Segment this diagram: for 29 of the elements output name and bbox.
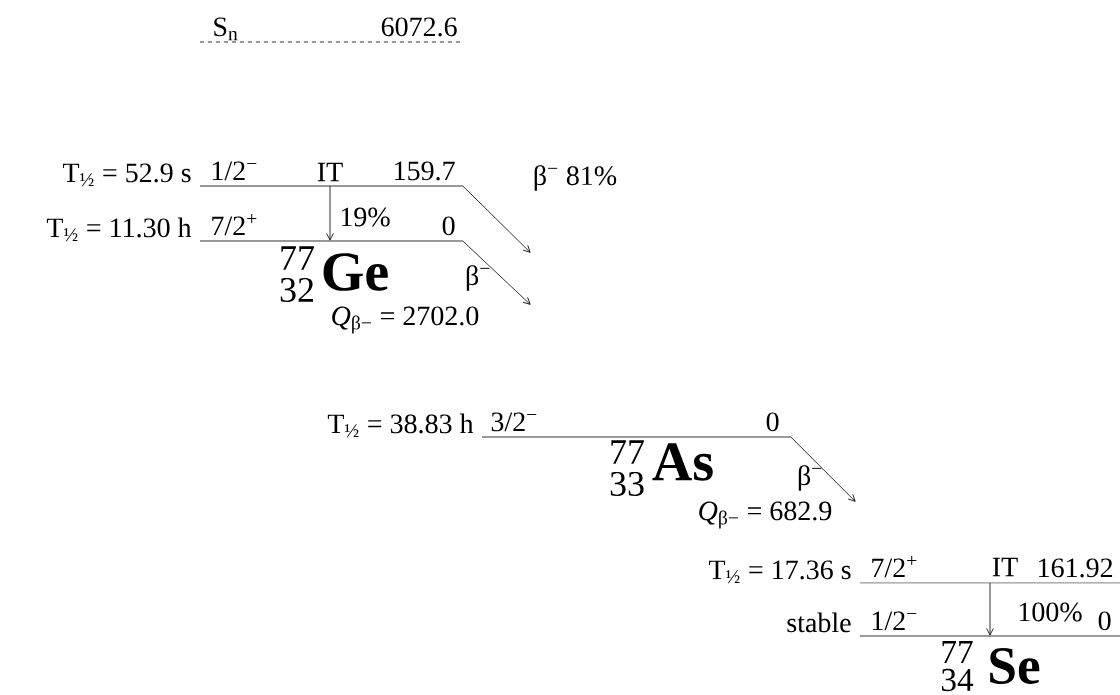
half-life-label: T$_{½}$ = 52.9 s <box>62 163 191 187</box>
element-symbol: As <box>652 443 713 481</box>
edge-label: β$^{−}$ <box>798 465 822 491</box>
half-life-label: stable <box>787 612 851 633</box>
edge-label: β$^{−}$ <box>466 265 490 291</box>
half-life-label: T$_{½}$ = 11.30 h <box>46 217 192 242</box>
element-symbol: Ge <box>323 253 388 291</box>
atomic-number: 34 <box>941 668 974 692</box>
q-value-label: Q$_{β−}$ = 682.9 <box>699 501 832 529</box>
half-life-label: T$_{½}$ = 17.36 s <box>708 560 851 584</box>
atomic-number: 33 <box>610 471 644 497</box>
edge-label: 19% <box>341 207 390 227</box>
q-value-label: Q$_{β−}$ = 2702.0 <box>332 306 479 334</box>
transition-label: IT <box>992 557 1018 577</box>
atomic-number: 32 <box>280 277 314 303</box>
decay-arrow <box>462 185 531 253</box>
decay-arrow <box>462 240 531 305</box>
edge-label: 100% <box>1019 602 1082 622</box>
half-life-label: T$_{½}$ = 38.83 h <box>327 413 474 438</box>
mass-number: 77 <box>281 246 314 270</box>
mass-number: 77 <box>942 641 973 663</box>
energy-level: 3/2$^{−}$ 0 <box>481 412 792 438</box>
element-symbol: Se <box>990 648 1040 684</box>
energy-level: S$_{n}$ 6072.6 <box>199 17 464 43</box>
decay-arrow <box>790 436 856 502</box>
transition-arrow <box>986 582 994 636</box>
transition-arrow <box>326 185 334 241</box>
edge-label: β$^{−}$ 81% <box>534 165 617 191</box>
transition-label: IT <box>317 162 343 182</box>
